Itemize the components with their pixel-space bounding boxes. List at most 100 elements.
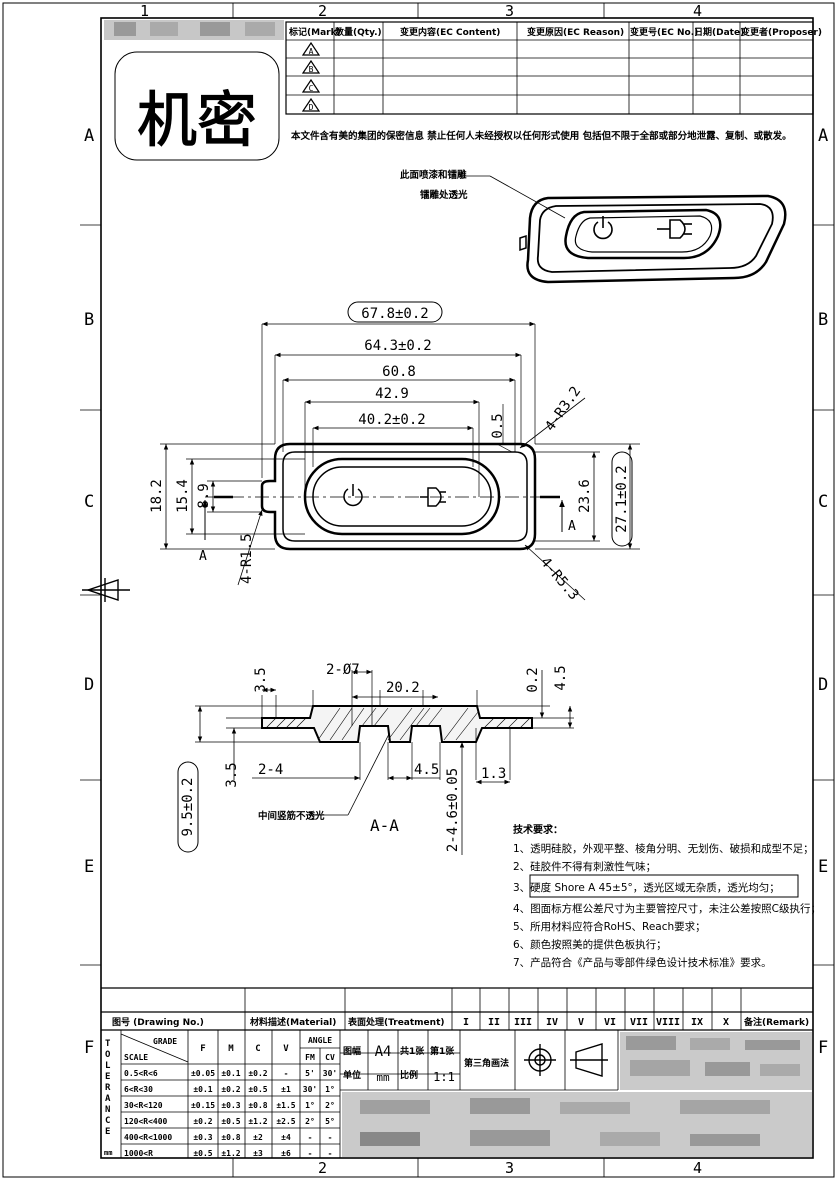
- tolerance-cell: 2°: [305, 1117, 315, 1126]
- tolerance-cell: ±0.15: [191, 1101, 215, 1110]
- tol-side-t: T: [105, 1039, 111, 1049]
- dim-4-5-bottom: 4.5: [414, 762, 439, 778]
- rev-header-qty: 数量(Qty.): [335, 26, 382, 38]
- tolerance-cell: 5': [305, 1069, 315, 1078]
- tol-col-c: C: [255, 1044, 260, 1054]
- svg-text:2: 2: [318, 1159, 327, 1177]
- sheet-count: 共1张: [400, 1045, 425, 1057]
- dim-42-9: 42.9: [375, 386, 409, 402]
- unit: mm: [376, 1071, 390, 1084]
- grid-label-bottom-3: 3: [505, 1159, 514, 1177]
- dim-3-5-top: 3.5: [253, 667, 269, 692]
- sheet-number: 第1张: [430, 1045, 455, 1057]
- svg-text:C: C: [309, 84, 314, 93]
- roman-2: II: [488, 1017, 500, 1028]
- grid-label-left-a: A: [84, 126, 94, 146]
- dim-8-9: 8.9: [196, 483, 212, 508]
- tolerance-cell: ±2.5: [276, 1117, 295, 1126]
- tolerance-cell: ±0.1: [221, 1069, 240, 1078]
- tolerance-cell: 0.5<R<6: [124, 1069, 158, 1078]
- tolerance-cell: ±0.5: [193, 1149, 212, 1158]
- tolerance-cell: ±0.5: [221, 1117, 240, 1126]
- svg-text:1: 1: [140, 2, 149, 20]
- rev-mark-triangle-icon: A: [301, 41, 321, 56]
- label-sheet-size: 图幅: [343, 1045, 361, 1057]
- dim-64-3: 64.3±0.2: [364, 338, 431, 354]
- tolerance-cell: ±0.2: [193, 1117, 212, 1126]
- dim-40-2: 40.2±0.2: [358, 412, 425, 428]
- dim-60-8: 60.8: [382, 364, 416, 380]
- dim-18-2: 18.2: [149, 479, 165, 513]
- tol-cv: CV: [325, 1053, 335, 1062]
- rev-header-proposer: 变更者(Proposer): [741, 26, 822, 38]
- dim-4-5-right: 4.5: [553, 665, 569, 690]
- tolerance-cell: ±0.5: [248, 1085, 267, 1094]
- dim-2-d7: 2-Ø7: [326, 662, 360, 678]
- tolerance-cell: ±0.05: [191, 1069, 215, 1078]
- rev-header-date: 日期(Date): [694, 26, 744, 38]
- tol-side-l: L: [105, 1061, 111, 1071]
- svg-text:3: 3: [505, 1159, 514, 1177]
- grid-label-bottom-4: 4: [693, 1159, 702, 1177]
- tol-side-n: N: [105, 1105, 110, 1115]
- grid-label-right-a: A: [818, 126, 828, 146]
- tolerance-cell: ±0.8: [248, 1101, 267, 1110]
- tolerance-cell: ±0.2: [221, 1085, 240, 1094]
- tolerance-cell: ±0.3: [221, 1101, 240, 1110]
- section-view: 中间竖筋不透光 A-A 3.5 2-Ø7 20.2 0.2 4.5 9.5±0.…: [177, 662, 574, 855]
- label-remark: 备注(Remark): [743, 1016, 809, 1028]
- grid-label-left-d: D: [84, 675, 94, 695]
- tolerance-cell: 120<R<400: [124, 1117, 168, 1126]
- roman-4: IV: [546, 1017, 558, 1028]
- technical-requirements: 技术要求： 1、透明硅胶，外观平整、棱角分明、无划伤、破损和成型不足； 2、硅胶…: [513, 823, 821, 969]
- redacted-title-area: [342, 1032, 812, 1157]
- label-unit: 单位: [343, 1069, 361, 1081]
- grid-label-left-f: F: [84, 1038, 94, 1058]
- tolerance-cell: ±1.2: [221, 1149, 240, 1158]
- roman-9: IX: [691, 1017, 703, 1028]
- rev-mark-triangle-icon: C: [301, 78, 321, 93]
- tech-title: 技术要求：: [513, 823, 563, 836]
- tolerance-cell: ±6: [281, 1149, 291, 1158]
- tech-item-3: 3、硬度 Shore A 45±5°，透光区域无杂质，透光均匀；: [513, 881, 780, 894]
- tolerance-cell: 5°: [325, 1117, 335, 1126]
- tech-item-2: 2、硅胶件不得有刺激性气味；: [513, 860, 656, 873]
- tolerance-cell: -: [284, 1069, 289, 1078]
- section-a-left: A: [199, 549, 207, 564]
- tol-scale: SCALE: [124, 1053, 148, 1062]
- dim-1-3: 1.3: [481, 766, 506, 782]
- grid-label-top-1: 1: [140, 2, 149, 20]
- tol-side-mm: mm: [104, 1149, 112, 1157]
- iso-note-1: 此面喷漆和镭雕: [400, 169, 467, 181]
- dim-r3-2: 4-R3.2: [542, 384, 584, 435]
- svg-text:4: 4: [693, 2, 702, 20]
- tol-angle: ANGLE: [308, 1036, 332, 1045]
- tolerance-cell: 6<R<30: [124, 1085, 153, 1094]
- rev-header-reason: 变更原因(EC Reason): [527, 26, 624, 38]
- tolerance-cell: ±0.2: [248, 1069, 267, 1078]
- label-drawing-no: 图号 (Drawing No.): [112, 1017, 204, 1028]
- grid-label-bottom-2: 2: [318, 1159, 327, 1177]
- grid-label-right-f: F: [818, 1038, 828, 1058]
- tolerance-cell: ±4: [281, 1133, 291, 1142]
- grid-label-left-c: C: [84, 492, 94, 512]
- dim-0-5: 0.5: [490, 413, 506, 438]
- tolerance-cell: ±1: [281, 1085, 291, 1094]
- top-view: A A 67.8±0.2 64.3±0.2 60.8 42.9 40.2±0.2…: [149, 301, 640, 603]
- tolerance-cell: -: [328, 1149, 333, 1158]
- tolerance-cell: -: [308, 1133, 313, 1142]
- svg-text:A: A: [309, 47, 314, 56]
- dim-67-8: 67.8±0.2: [361, 306, 428, 322]
- dim-2-4-6: 2-4.6±0.05: [445, 768, 461, 852]
- roman-1: I: [463, 1017, 469, 1028]
- tolerance-cell: ±2: [253, 1133, 263, 1142]
- dim-r1-5: 4-R1.5: [239, 533, 255, 584]
- tech-item-5: 5、所用材料应符合RoHS、Reach要求；: [513, 920, 706, 933]
- tech-item-1: 1、透明硅胶，外观平整、棱角分明、无划伤、破损和成型不足；: [513, 842, 814, 855]
- tolerance-cell: -: [328, 1133, 333, 1142]
- tolerance-cell: 1°: [325, 1085, 335, 1094]
- svg-text:3: 3: [505, 2, 514, 20]
- redacted-top-left: [104, 20, 284, 40]
- tol-side-a: A: [105, 1094, 111, 1104]
- stamp-text: 机密: [137, 86, 257, 156]
